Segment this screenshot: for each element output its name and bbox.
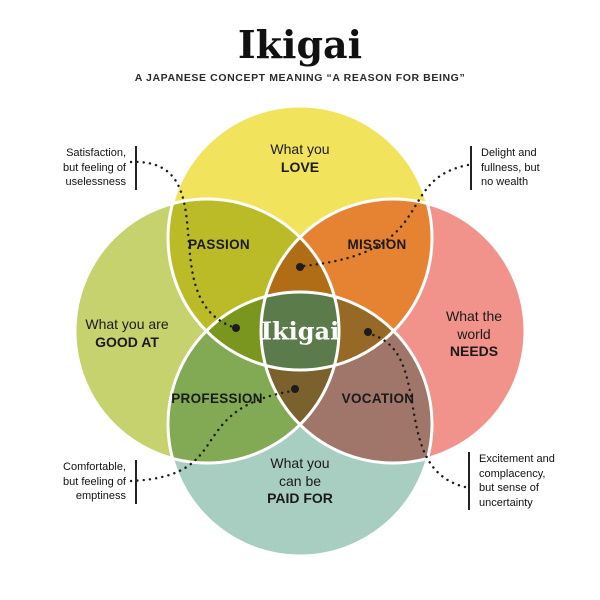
page-subtitle: A JAPANESE CONCEPT MEANING “A REASON FOR… — [134, 72, 466, 84]
label-paid-for-line3: PAID FOR — [267, 490, 333, 506]
label-needs: What the world NEEDS — [446, 308, 502, 361]
annotation-top-right-line1: Delight and — [481, 147, 537, 159]
connector-dot-top-region — [296, 263, 304, 271]
connector-top-left — [129, 160, 235, 329]
label-good-at-line1: What you are — [85, 316, 169, 332]
connector-dot-bottom-region — [291, 385, 299, 393]
connector-top-right — [301, 163, 470, 268]
label-ikigai-center: Ikigai — [260, 316, 340, 346]
annotation-top-right: Delight and fullness, but no wealth — [470, 146, 573, 190]
ring-love — [166, 104, 434, 372]
ring-good-at — [73, 197, 341, 465]
annotation-bottom-left-line2: but feeling of — [63, 475, 126, 488]
annotation-bottom-right-line2: complacency, — [479, 467, 546, 480]
center-region — [260, 291, 340, 371]
label-needs-line1: What the — [445, 308, 503, 324]
label-needs-line2: world — [457, 325, 491, 342]
annotation-bottom-right-line4: uncertainty — [479, 496, 533, 509]
label-profession: PROFESSION — [171, 391, 263, 406]
connector-dot-right-region — [364, 328, 372, 336]
annotation-top-right-line2: fullness, but — [481, 161, 540, 174]
annotation-bottom-left-line1: Comfortable, — [63, 461, 126, 473]
annotation-bottom-left-line3: emptiness — [75, 490, 126, 503]
label-good-at: What you are GOOD AT — [85, 316, 168, 351]
annotation-bottom-left: Comfortable, but feeling of emptiness — [34, 460, 137, 504]
label-love-line1: What you — [270, 141, 330, 157]
label-paid-for-line1: What you — [270, 455, 330, 471]
annotation-bottom-right: Excitement and complacency, but sense of… — [468, 452, 577, 511]
label-needs-line3: NEEDS — [449, 343, 499, 359]
annotation-bottom-right-line1: Excitement and — [479, 453, 555, 465]
label-love-line2: LOVE — [280, 158, 320, 175]
label-good-at-line2: GOOD AT — [95, 333, 159, 350]
label-love: What you LOVE — [270, 141, 329, 176]
ring-needs — [259, 197, 527, 465]
ring-paid-for — [166, 290, 434, 558]
annotation-top-left-line1: Satisfaction, — [66, 147, 126, 159]
label-mission: MISSION — [347, 237, 407, 252]
connector-bottom-left — [129, 389, 294, 483]
annotation-bottom-right-line3: but sense of — [479, 482, 539, 495]
connector-dot-left-region — [232, 324, 240, 332]
label-paid-for: What you can be PAID FOR — [267, 455, 333, 508]
annotation-top-left: Satisfaction, but feeling of uselessness — [36, 146, 137, 190]
annotation-top-left-line2: but feeling of — [63, 161, 126, 174]
label-passion: PASSION — [188, 237, 250, 252]
label-vocation: VOCATION — [341, 391, 415, 406]
annotation-top-left-line3: uselessness — [65, 176, 126, 189]
connector-bottom-right — [368, 332, 467, 489]
label-paid-for-line2: can be — [278, 472, 322, 489]
page-title: Ikigai — [237, 22, 363, 67]
annotation-top-right-line3: no wealth — [481, 176, 529, 189]
